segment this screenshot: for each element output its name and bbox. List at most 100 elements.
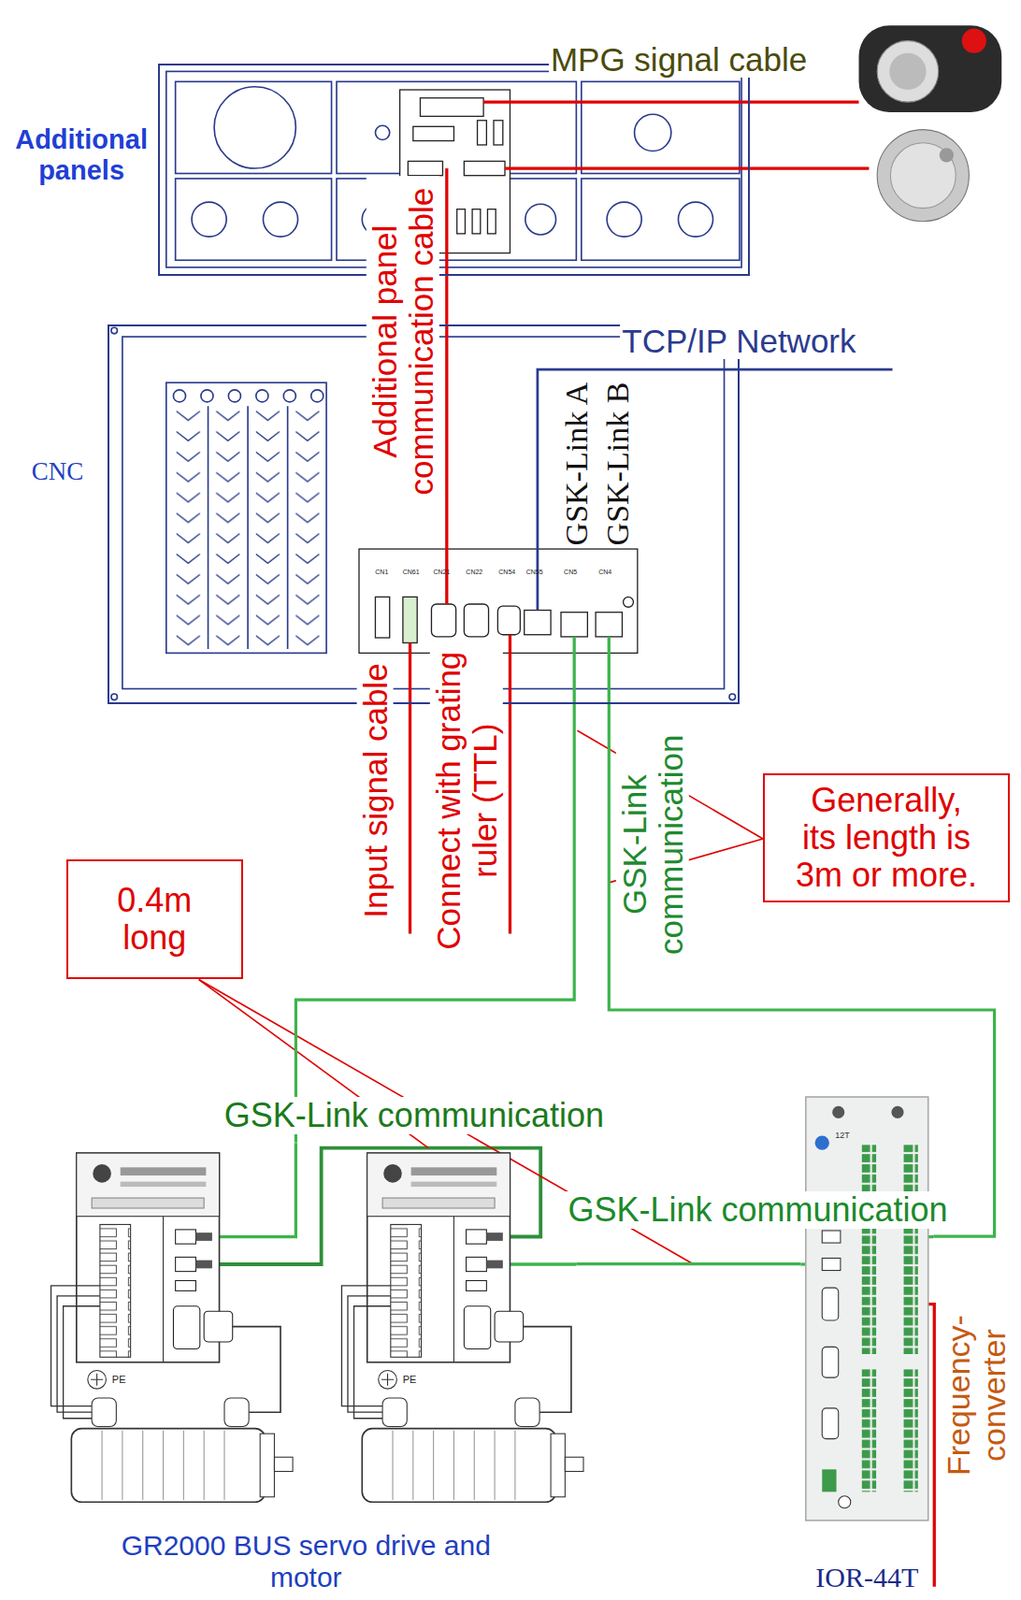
panel-face	[191, 201, 227, 237]
io-module	[805, 1096, 929, 1521]
node-text: IOR-44T	[801, 1561, 933, 1594]
node-text: Additional panels	[6, 124, 157, 186]
mpg-pendant	[962, 28, 987, 54]
servo-drive	[341, 1152, 584, 1502]
connector-panel	[402, 596, 418, 643]
panel-board	[419, 98, 484, 117]
connector-pin-label: CN54	[496, 568, 518, 576]
cnc-face	[172, 389, 186, 403]
connector	[445, 275, 448, 325]
node-text: Generally, its length is 3m or more.	[790, 781, 982, 895]
cable-label: Frequency-converter	[940, 1299, 1012, 1491]
io-module	[821, 1287, 838, 1321]
connector-panel	[431, 603, 456, 637]
panel-face	[175, 178, 332, 260]
network-cable	[537, 369, 893, 611]
connector-pin-label: CN22	[463, 568, 485, 576]
servo-group: GR2000 BUS servo drive and motor	[35, 1142, 576, 1597]
cable-label: Additional panel communication cable	[366, 176, 440, 508]
model-label: 12T	[833, 1130, 852, 1140]
panel-board	[472, 209, 481, 234]
io-module	[821, 1346, 838, 1378]
network-cable	[537, 369, 893, 611]
node-text: 0.4m long	[98, 881, 211, 958]
connector-panel	[463, 603, 489, 637]
node-text: GR2000 BUS servo drive and motor	[100, 1529, 512, 1593]
io-module	[904, 1368, 919, 1492]
panel-board	[477, 120, 488, 145]
connector-panel	[524, 610, 551, 635]
panel-face	[677, 201, 713, 237]
panel-board	[493, 120, 504, 145]
io-module	[815, 1136, 830, 1151]
cnc-face	[729, 693, 736, 701]
panel-face	[581, 81, 740, 173]
connector-panel	[359, 548, 638, 653]
panel-face	[262, 201, 298, 237]
panel-face	[214, 86, 296, 169]
signal-cable	[445, 168, 448, 276]
handwheel	[877, 129, 969, 222]
signal-cable	[445, 324, 448, 604]
connector-panel	[560, 612, 588, 637]
io-module	[838, 1495, 851, 1509]
panel-board	[463, 160, 505, 175]
callout-box: Generally, its length is 3m or more.	[762, 773, 1010, 904]
cnc-face	[111, 693, 118, 701]
bus-cable	[607, 636, 611, 705]
bus-cable	[212, 1142, 296, 1237]
io-module	[805, 1096, 929, 1521]
cnc-face	[208, 405, 288, 649]
panel-face	[175, 81, 332, 173]
panel-board	[413, 126, 455, 141]
port-label: GSK-Link B	[600, 380, 636, 548]
cnc-face	[283, 389, 296, 403]
connector-panel	[595, 612, 622, 637]
servo-drive	[51, 1152, 294, 1502]
cnc-face	[201, 389, 214, 403]
io-module	[862, 1144, 877, 1354]
cnc-face	[228, 389, 241, 403]
io-module	[832, 1106, 845, 1119]
panel-face	[581, 178, 740, 260]
mpg-pendant	[877, 41, 938, 102]
cable-label: MPG signal cable	[548, 41, 809, 78]
signal-cable	[508, 634, 512, 935]
io-module	[821, 1468, 836, 1492]
connector-pin-label: CN55	[524, 568, 546, 576]
cnc-face	[311, 389, 324, 403]
connector	[575, 1262, 801, 1266]
panel-face	[634, 114, 672, 151]
connector-panel	[374, 596, 389, 638]
bus-cable	[573, 636, 576, 705]
link-label: GSK-Link communication	[222, 1096, 606, 1135]
panel-board	[457, 209, 466, 234]
handwheel	[877, 129, 969, 222]
panel-face	[606, 201, 642, 237]
io-module	[821, 1408, 838, 1439]
connector-pin-label: CN1	[373, 568, 390, 576]
cnc-face	[111, 327, 118, 334]
mpg-pendant	[889, 53, 926, 90]
connector-panel	[359, 548, 638, 653]
network-label: TCP/IP Network	[619, 322, 858, 360]
panel-board	[407, 160, 443, 175]
connector-panel	[497, 605, 520, 635]
cable-label: Input signal cable	[357, 661, 394, 920]
panel-board	[487, 209, 496, 234]
io-module	[862, 1368, 877, 1492]
callout-box: 0.4m long	[66, 859, 244, 980]
io-module	[891, 1106, 904, 1119]
mpg-cable	[483, 100, 859, 103]
connector-panel	[623, 596, 634, 607]
mpg-cable	[504, 166, 869, 170]
cnc-face	[256, 389, 269, 403]
connector-pin-label: CN21	[431, 568, 452, 576]
connector-pin-label: CN61	[401, 568, 422, 576]
bus-cable	[503, 1262, 577, 1266]
link-label: GSK-Link communication	[565, 1191, 950, 1229]
io-module	[821, 1230, 841, 1243]
panel-housing: Additional panels	[158, 63, 750, 276]
io-module	[904, 1144, 919, 1354]
